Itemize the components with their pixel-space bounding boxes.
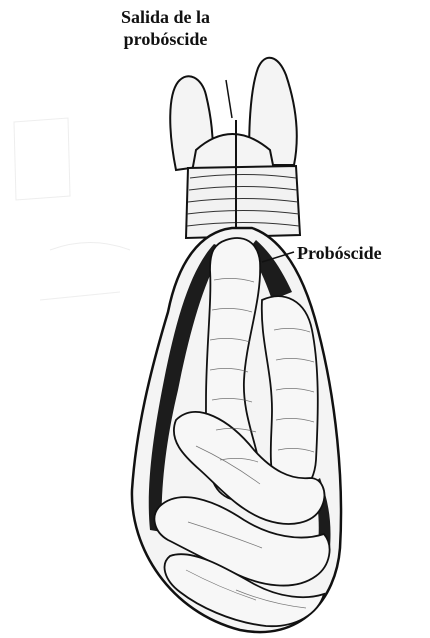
background-smudges bbox=[14, 118, 130, 300]
proboscis-exit-pointer bbox=[226, 80, 232, 118]
proboscis-exit-label-line1: Salida de la bbox=[121, 6, 210, 28]
head-lobes bbox=[170, 58, 297, 172]
proboscis-label: Probóscide bbox=[297, 242, 382, 264]
proboscis-exit-label-line2: probóscide bbox=[121, 28, 210, 50]
proboscis-exit-label: Salida de la probóscide bbox=[121, 6, 210, 50]
